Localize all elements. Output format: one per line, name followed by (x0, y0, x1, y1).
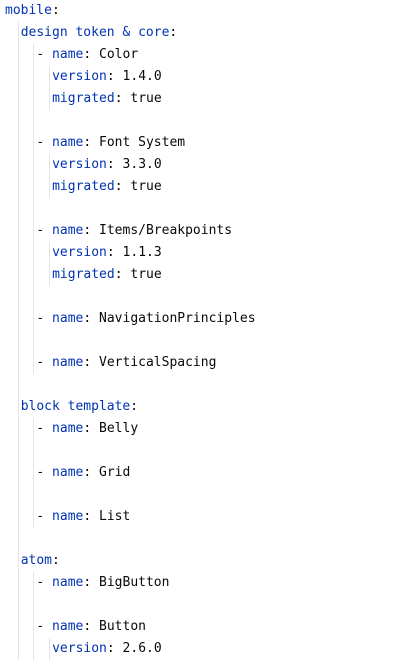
colon: : (114, 179, 123, 194)
list-dash: - (36, 355, 53, 370)
yaml-list-item: - name: List (36, 506, 130, 528)
colon: : (106, 641, 115, 656)
indent-guide (33, 418, 35, 528)
yaml-value: NavigationPrinciples (99, 311, 256, 326)
list-dash: - (36, 619, 53, 634)
yaml-key: name (52, 355, 84, 370)
yaml-value: List (99, 509, 131, 524)
list-dash: - (36, 135, 53, 150)
yaml-key: atom (20, 553, 52, 568)
list-dash: - (36, 465, 53, 480)
list-dash: - (36, 421, 53, 436)
yaml-value: Items/Breakpoints (99, 223, 233, 238)
yaml-list-item: - name: NavigationPrinciples (36, 308, 255, 330)
colon: : (83, 421, 92, 436)
list-dash: - (36, 509, 53, 524)
yaml-value: true (130, 91, 162, 106)
indent-guide (33, 44, 35, 374)
yaml-list-item: - name: Color (36, 44, 138, 66)
indent-guide (49, 66, 51, 110)
yaml-key: name (52, 465, 84, 480)
yaml-key: block template (20, 399, 131, 414)
yaml-value: Grid (99, 465, 131, 480)
yaml-list-item: - name: Belly (36, 418, 138, 440)
list-dash: - (36, 575, 53, 590)
colon: : (83, 311, 92, 326)
yaml-line: design token & core: (21, 22, 178, 44)
indent-guide (33, 572, 35, 660)
yaml-line: mobile: (5, 0, 60, 22)
yaml-key: migrated (52, 267, 115, 282)
yaml-key: name (52, 575, 84, 590)
yaml-line: migrated: true (52, 176, 162, 198)
yaml-value: Button (99, 619, 146, 634)
yaml-key: name (52, 135, 84, 150)
yaml-list-item: - name: Font System (36, 132, 185, 154)
yaml-line: version: 1.1.3 (52, 242, 162, 264)
yaml-value: true (130, 179, 162, 194)
yaml-value: 2.6.0 (122, 641, 162, 656)
colon: : (106, 245, 115, 260)
yaml-value: 1.4.0 (122, 69, 162, 84)
indent-guide (49, 638, 51, 660)
colon: : (114, 267, 123, 282)
colon: : (106, 157, 115, 172)
yaml-list-item: - name: Grid (36, 462, 130, 484)
yaml-key: design token & core (20, 25, 170, 40)
yaml-value: VerticalSpacing (99, 355, 217, 370)
indent-guide (17, 22, 19, 660)
yaml-key: version (52, 641, 107, 656)
yaml-key: name (52, 223, 84, 238)
colon: : (83, 223, 92, 238)
colon: : (83, 465, 92, 480)
yaml-key: name (52, 47, 84, 62)
colon: : (83, 355, 92, 370)
yaml-value: 1.1.3 (122, 245, 162, 260)
yaml-key: migrated (52, 91, 115, 106)
yaml-line: migrated: true (52, 264, 162, 286)
indent-guide (49, 242, 51, 286)
list-dash: - (36, 47, 53, 62)
yaml-line: atom: (21, 550, 60, 572)
colon: : (83, 509, 92, 524)
list-dash: - (36, 311, 53, 326)
yaml-list-item: - name: Button (36, 616, 146, 638)
yaml-line: migrated: true (52, 88, 162, 110)
yaml-key: name (52, 421, 84, 436)
colon: : (130, 399, 139, 414)
yaml-list-item: - name: BigButton (36, 572, 169, 594)
yaml-value: Belly (99, 421, 139, 436)
colon: : (114, 91, 123, 106)
yaml-line: version: 3.3.0 (52, 154, 162, 176)
list-dash: - (36, 223, 53, 238)
colon: : (83, 575, 92, 590)
yaml-key: mobile (5, 3, 52, 18)
yaml-key: version (52, 69, 107, 84)
yaml-key: migrated (52, 179, 115, 194)
colon: : (83, 619, 92, 634)
yaml-line: version: 1.4.0 (52, 66, 162, 88)
yaml-value: Font System (99, 135, 186, 150)
yaml-key: name (52, 509, 84, 524)
yaml-line: version: 2.6.0 (52, 638, 162, 660)
yaml-key: version (52, 245, 107, 260)
yaml-line: block template: (21, 396, 138, 418)
yaml-value: 3.3.0 (122, 157, 162, 172)
yaml-value: BigButton (99, 575, 170, 590)
yaml-value: Color (99, 47, 139, 62)
colon: : (52, 553, 60, 568)
yaml-key: name (52, 619, 84, 634)
colon: : (51, 3, 60, 18)
yaml-key: version (52, 157, 107, 172)
indent-guide (49, 154, 51, 198)
yaml-key: name (52, 311, 84, 326)
yaml-list-item: - name: Items/Breakpoints (36, 220, 232, 242)
colon: : (83, 47, 92, 62)
yaml-list-item: - name: VerticalSpacing (36, 352, 216, 374)
colon: : (106, 69, 115, 84)
yaml-value: true (130, 267, 162, 282)
colon: : (83, 135, 92, 150)
colon: : (169, 25, 178, 40)
